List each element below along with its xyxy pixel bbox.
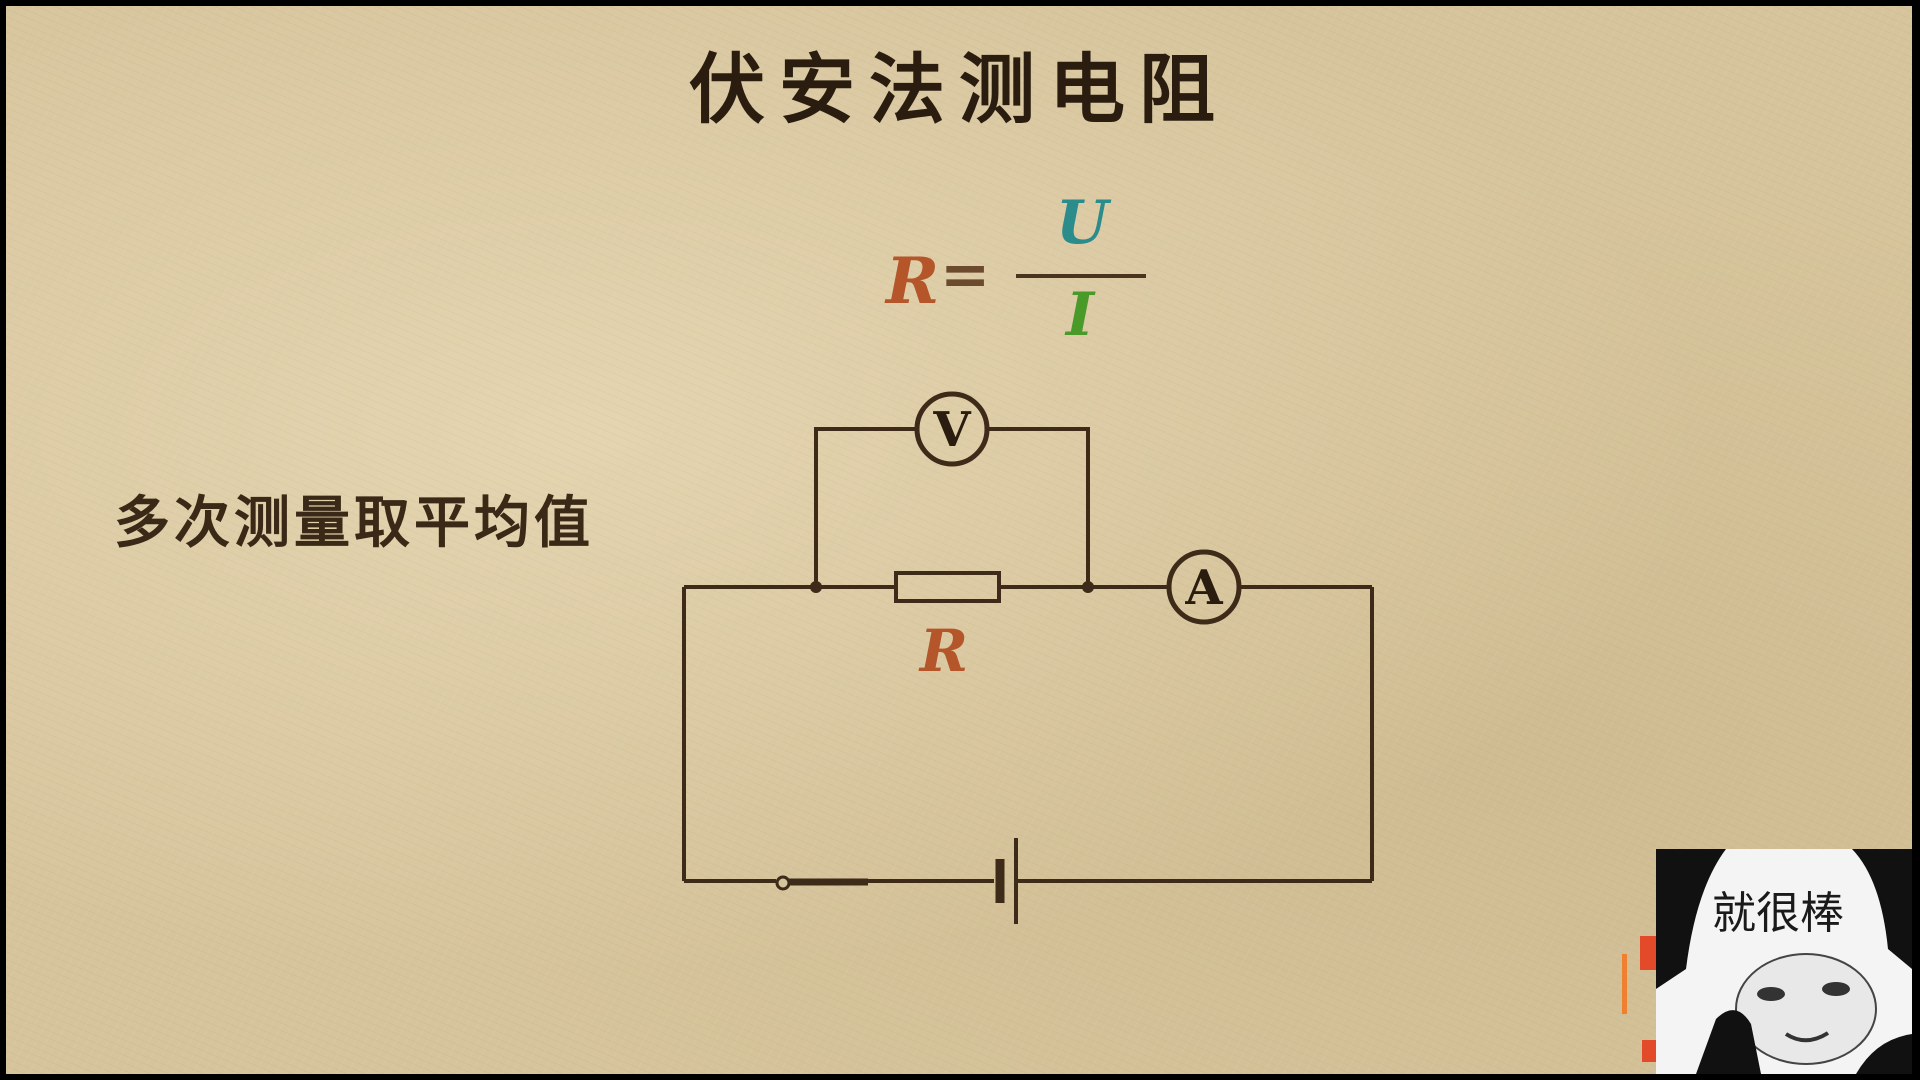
slide-title: 伏安法测电阻 — [689, 45, 1229, 134]
switch — [775, 875, 868, 891]
resistor-body — [894, 571, 1001, 603]
panda-meme-sticker: 就很棒 — [1656, 849, 1912, 1074]
circuit-wires — [682, 427, 1374, 883]
circuit-diagram: V A R — [682, 391, 1374, 924]
voltmeter: V — [914, 391, 990, 467]
slide: 伏安法测电阻 R = U I 多次测量取平均值 — [6, 6, 1912, 1074]
battery — [995, 838, 1018, 924]
ammeter: A — [1166, 549, 1242, 625]
ammeter-ring — [1166, 549, 1242, 625]
panda-face-icon — [1656, 849, 1912, 1074]
ohms-law-formula: R = U I — [886, 188, 1156, 354]
voltmeter-ring — [914, 391, 990, 467]
cropped-edge-text — [1618, 914, 1658, 1074]
junction-right — [1082, 581, 1094, 593]
wire-voltmeter-left — [814, 427, 916, 587]
junction-left — [810, 581, 822, 593]
fraction-bar — [1016, 274, 1146, 278]
formula-denominator: I — [1066, 280, 1095, 350]
wire-voltmeter-right — [988, 427, 1090, 587]
voltmeter-label: V — [932, 402, 971, 458]
formula-equals: = — [940, 240, 991, 310]
sticker-caption: 就很棒 — [1712, 888, 1844, 939]
ammeter-label: A — [1184, 560, 1223, 616]
resistor-label: R — [918, 617, 968, 685]
formula-lhs: R — [886, 244, 940, 319]
formula-numerator: U — [1056, 188, 1109, 258]
switch-pivot — [775, 875, 791, 891]
measurement-note: 多次测量取平均值 — [114, 490, 594, 556]
